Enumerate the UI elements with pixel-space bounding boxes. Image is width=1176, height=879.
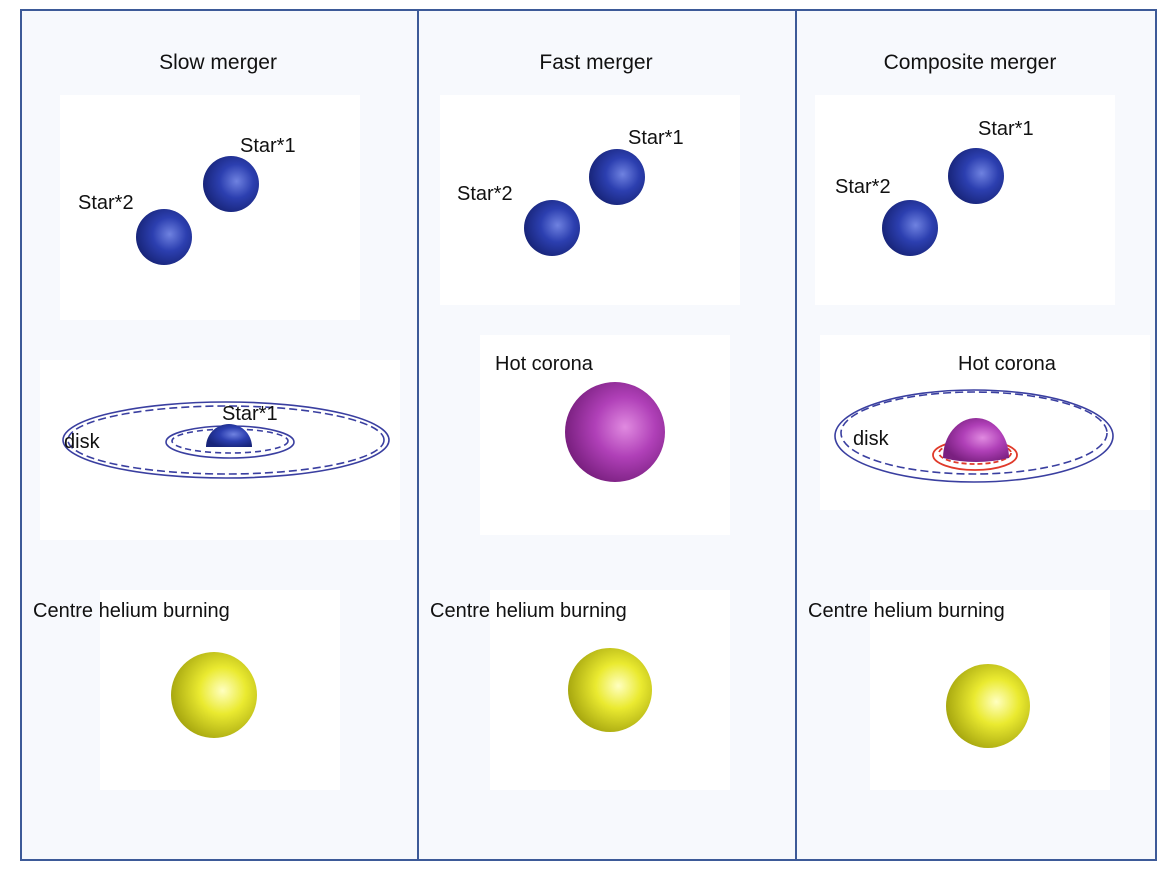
- star2-sphere: [882, 200, 938, 256]
- star1-sphere: [948, 148, 1004, 204]
- star1-sphere: [203, 156, 259, 212]
- panel-composite-merger: Composite merger Star*1 Star*2 Hot coron…: [808, 51, 1150, 790]
- panel-title: Fast merger: [539, 51, 652, 74]
- corona-label: Hot corona: [958, 353, 1057, 375]
- star1-label: Star*1: [240, 135, 296, 157]
- star1-label: Star*1: [628, 127, 684, 149]
- helium-star-sphere: [946, 664, 1030, 748]
- helium-star-sphere: [568, 648, 652, 732]
- corona-label: Hot corona: [495, 353, 594, 375]
- star2-sphere: [524, 200, 580, 256]
- disk-label: disk: [853, 428, 890, 450]
- helium-star-sphere: [171, 652, 257, 738]
- hot-corona-sphere: [565, 382, 665, 482]
- star2-label: Star*2: [457, 183, 513, 205]
- panel-slow-merger: Slow merger Star*1 Star*2 Star*1 disk Ce…: [33, 51, 400, 790]
- hot-corona-dome: [943, 418, 1009, 462]
- final-label: Centre helium burning: [430, 600, 627, 622]
- final-label: Centre helium burning: [808, 600, 1005, 622]
- panel-fast-merger: Fast merger Star*1 Star*2 Hot corona Cen…: [430, 51, 740, 790]
- panel-title: Slow merger: [159, 51, 277, 74]
- disk-label: disk: [64, 431, 101, 453]
- star1-sphere: [589, 149, 645, 205]
- star2-label: Star*2: [835, 176, 891, 198]
- merged-star-label: Star*1: [222, 403, 278, 425]
- star2-label: Star*2: [78, 192, 134, 214]
- disk: [834, 389, 1114, 483]
- final-label: Centre helium burning: [33, 600, 230, 622]
- star1-label: Star*1: [978, 118, 1034, 140]
- merged-star-dome: [206, 424, 252, 447]
- panel-title: Composite merger: [884, 51, 1057, 74]
- star2-sphere: [136, 209, 192, 265]
